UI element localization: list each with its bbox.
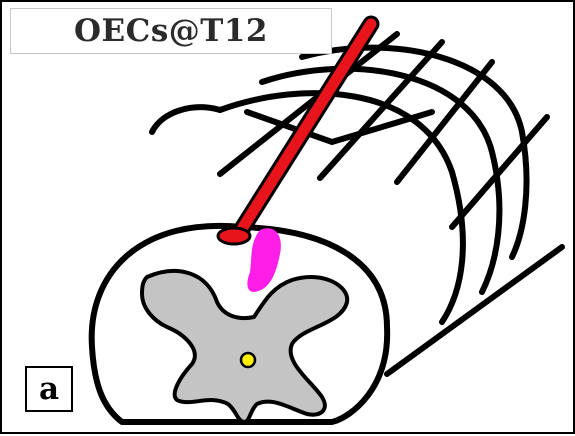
segment-arc-4 [152, 107, 220, 132]
injection-needle [218, 24, 371, 244]
cylinder-bottom-line [387, 247, 562, 374]
panel-label: a [25, 366, 73, 412]
figure-title: OECs@T12 [10, 8, 332, 54]
cord-cross-section [92, 226, 387, 422]
central-canal [241, 353, 255, 367]
needle-tip [218, 228, 250, 244]
